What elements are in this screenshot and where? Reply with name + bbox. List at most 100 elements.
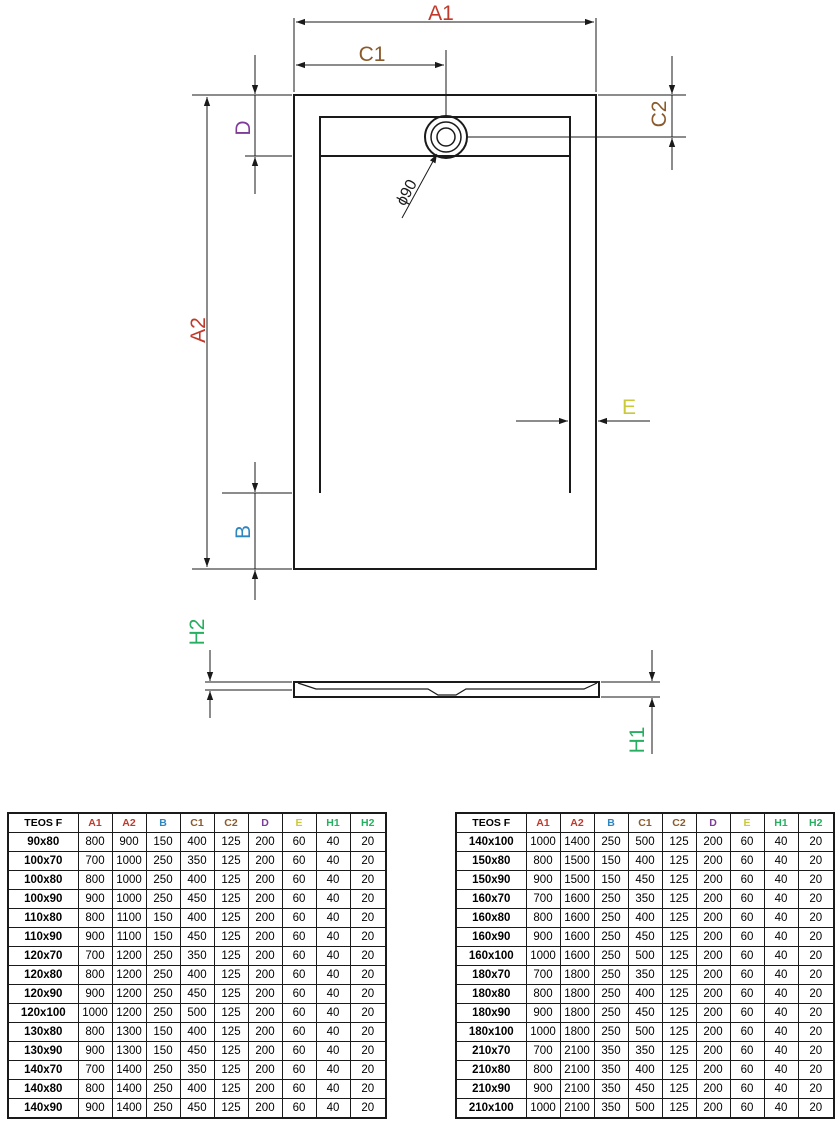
value-cell: 150	[145, 927, 181, 947]
value-cell: 40	[763, 946, 799, 966]
value-cell: 900	[525, 1079, 561, 1099]
extension-lines	[192, 18, 686, 570]
model-cell: 180x70	[455, 965, 527, 985]
column-header: B	[145, 812, 181, 833]
label-e: E	[622, 396, 636, 419]
value-cell: 20	[349, 851, 387, 871]
value-cell: 60	[729, 984, 765, 1004]
drain-outer-circle	[424, 115, 468, 159]
value-cell: 40	[315, 927, 351, 947]
value-cell: 20	[797, 1022, 835, 1042]
value-cell: 1100	[111, 908, 147, 928]
value-cell: 60	[281, 870, 317, 890]
value-cell: 40	[315, 1041, 351, 1061]
value-cell: 40	[315, 1003, 351, 1023]
value-cell: 900	[77, 984, 113, 1004]
value-cell: 20	[797, 927, 835, 947]
value-cell: 40	[315, 832, 351, 852]
value-cell: 20	[797, 1079, 835, 1099]
value-cell: 200	[695, 1060, 731, 1080]
value-cell: 200	[247, 1041, 283, 1061]
value-cell: 125	[661, 851, 697, 871]
value-cell: 40	[763, 1098, 799, 1119]
value-cell: 1400	[559, 832, 595, 852]
value-cell: 40	[315, 1060, 351, 1080]
model-cell: 160x80	[455, 908, 527, 928]
model-cell: 130x80	[7, 1022, 79, 1042]
value-cell: 450	[627, 870, 663, 890]
value-cell: 60	[281, 889, 317, 909]
value-cell: 1000	[111, 851, 147, 871]
value-cell: 125	[213, 965, 249, 985]
value-cell: 250	[593, 984, 629, 1004]
dimension-labels: A1 C1 D A2 B C2 E H2 H1 ϕ90	[186, 2, 671, 753]
value-cell: 200	[247, 851, 283, 871]
value-cell: 20	[797, 889, 835, 909]
value-cell: 350	[179, 851, 215, 871]
value-cell: 125	[213, 851, 249, 871]
value-cell: 150	[593, 870, 629, 890]
value-cell: 40	[315, 908, 351, 928]
value-cell: 500	[179, 1003, 215, 1023]
value-cell: 40	[315, 1022, 351, 1042]
value-cell: 450	[179, 1041, 215, 1061]
value-cell: 800	[77, 965, 113, 985]
column-header: A2	[559, 812, 595, 833]
drain-core-circle	[436, 127, 456, 147]
value-cell: 150	[145, 1041, 181, 1061]
model-cell: 150x90	[455, 870, 527, 890]
model-cell: 120x100	[7, 1003, 79, 1023]
value-cell: 150	[145, 908, 181, 928]
value-cell: 350	[593, 1060, 629, 1080]
value-cell: 20	[797, 832, 835, 852]
model-cell: 120x70	[7, 946, 79, 966]
value-cell: 40	[763, 1041, 799, 1061]
value-cell: 200	[247, 984, 283, 1004]
value-cell: 60	[729, 1098, 765, 1119]
value-cell: 1000	[111, 870, 147, 890]
value-cell: 900	[111, 832, 147, 852]
value-cell: 200	[695, 908, 731, 928]
value-cell: 900	[525, 870, 561, 890]
value-cell: 400	[627, 1060, 663, 1080]
value-cell: 200	[695, 1041, 731, 1061]
value-cell: 250	[145, 946, 181, 966]
value-cell: 125	[661, 1041, 697, 1061]
value-cell: 900	[77, 1041, 113, 1061]
value-cell: 800	[77, 1079, 113, 1099]
value-cell: 200	[247, 1098, 283, 1119]
value-cell: 60	[281, 984, 317, 1004]
tray-side-outline	[293, 681, 600, 698]
value-cell: 700	[77, 1060, 113, 1080]
value-cell: 250	[593, 965, 629, 985]
value-cell: 250	[593, 927, 629, 947]
value-cell: 40	[763, 1003, 799, 1023]
value-cell: 1200	[111, 965, 147, 985]
value-cell: 1500	[559, 851, 595, 871]
label-b: B	[232, 525, 255, 539]
value-cell: 60	[281, 1098, 317, 1119]
model-cell: 100x90	[7, 889, 79, 909]
value-cell: 400	[179, 832, 215, 852]
value-cell: 60	[729, 832, 765, 852]
value-cell: 20	[797, 1003, 835, 1023]
value-cell: 60	[729, 927, 765, 947]
value-cell: 20	[349, 1079, 387, 1099]
value-cell: 400	[627, 851, 663, 871]
tray-side-surface	[297, 682, 598, 696]
value-cell: 125	[661, 1079, 697, 1099]
value-cell: 60	[729, 965, 765, 985]
value-cell: 150	[593, 851, 629, 871]
value-cell: 250	[593, 1003, 629, 1023]
value-cell: 400	[179, 965, 215, 985]
value-cell: 125	[661, 870, 697, 890]
value-cell: 200	[695, 1003, 731, 1023]
